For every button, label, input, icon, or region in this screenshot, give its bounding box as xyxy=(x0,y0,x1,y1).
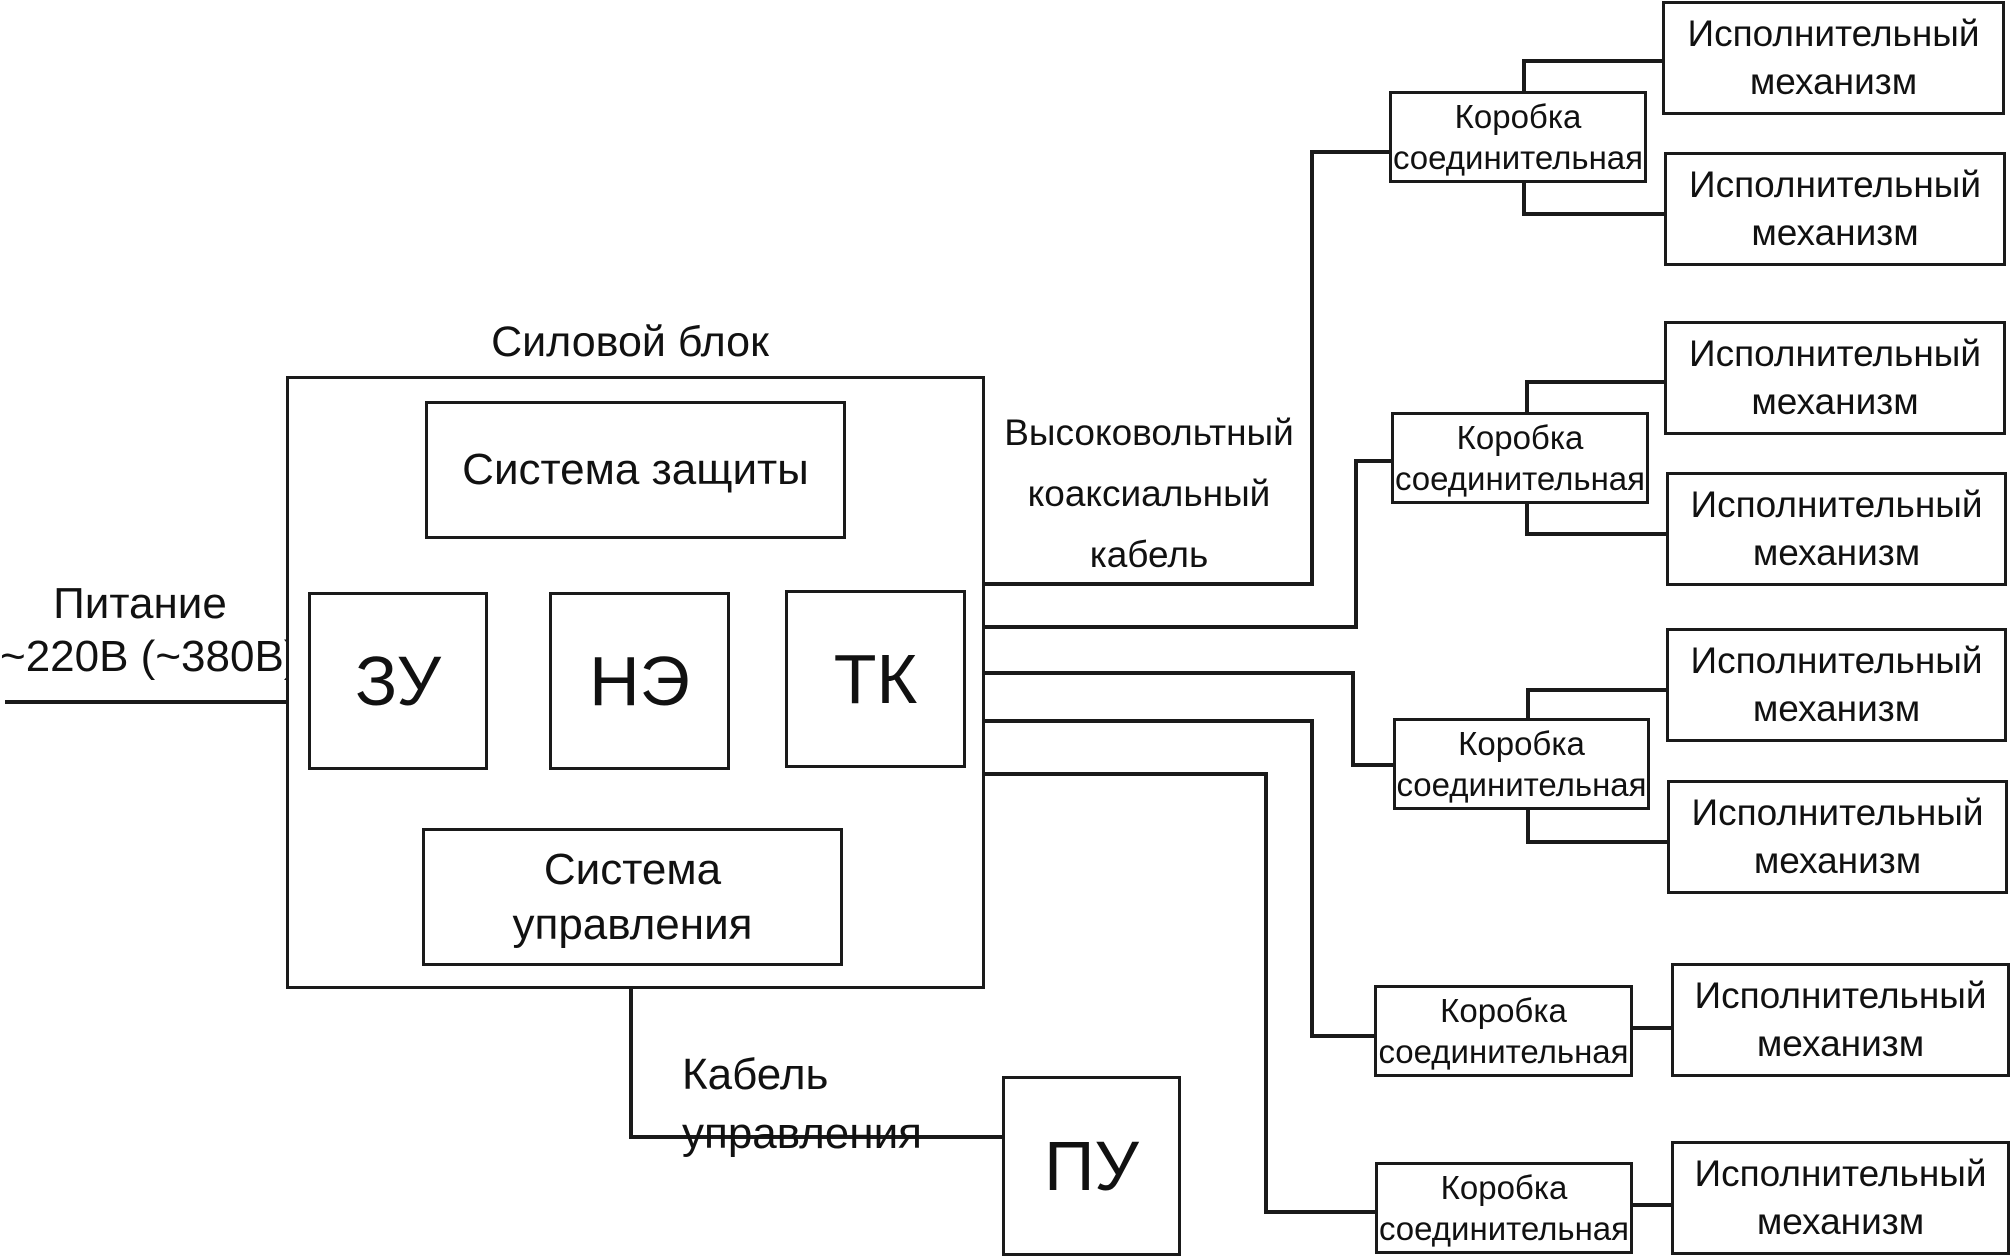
actuator-label-line2: механизм xyxy=(1752,688,1921,729)
actuator-1: Исполнительный механизм xyxy=(1662,1,2005,115)
actuator-label-line1: Исполнительный xyxy=(1688,332,1982,374)
jb3-wire-up xyxy=(1526,688,1668,720)
hv-cable-5 xyxy=(984,772,1377,1214)
junction-box-label-line1: Коробка xyxy=(1456,418,1584,456)
junction-box-label-line2: соединительная xyxy=(1392,139,1644,176)
switch-label: ТК xyxy=(833,639,918,718)
hv-cable-line1: Высоковольтный xyxy=(1004,412,1294,453)
power-input-line1: Питание xyxy=(53,579,227,628)
actuator-label-line1: Исполнительный xyxy=(1691,791,1984,833)
actuator-2: Исполнительный механизм xyxy=(1664,152,2006,266)
jb1-wire-up xyxy=(1522,59,1664,93)
jb2-wire-up xyxy=(1525,380,1666,414)
junction-box-label-line2: соединительная xyxy=(1394,460,1646,497)
charger-label: ЗУ xyxy=(355,641,441,720)
actuator-label-line2: механизм xyxy=(1751,212,1919,253)
control-cable-line xyxy=(629,984,1004,1139)
actuator-4: Исполнительный механизм xyxy=(1666,472,2007,586)
actuator-label-line2: механизм xyxy=(1752,532,1921,573)
junction-box-3: Коробка соединительная xyxy=(1393,718,1650,810)
actuator-3: Исполнительный механизм xyxy=(1664,321,2006,435)
actuator-label-line1: Исполнительный xyxy=(1694,974,1987,1016)
jb2-wire-down xyxy=(1525,502,1668,536)
control-system-line2: управления xyxy=(512,900,753,949)
junction-box-5: Коробка соединительная xyxy=(1375,1162,1633,1254)
hv-cable-label: Высоковольтный коаксиальный кабель xyxy=(994,402,1304,585)
hv-cable-4 xyxy=(984,719,1376,1038)
hv-cable-line3: кабель xyxy=(1089,534,1209,576)
control-cable-label: Кабель управления xyxy=(682,1045,1002,1164)
actuator-label-line1: Исполнительный xyxy=(1690,483,1983,525)
actuator-8: Исполнительный механизм xyxy=(1671,1141,2010,1255)
actuator-label-line2: механизм xyxy=(1756,1023,1925,1064)
actuator-label-line2: механизм xyxy=(1753,840,1922,881)
jb3-wire-down xyxy=(1526,808,1669,844)
actuator-6: Исполнительный механизм xyxy=(1667,780,2008,894)
jb1-wire-down xyxy=(1522,181,1666,216)
hv-cable-line2: коаксиальный xyxy=(1027,473,1271,515)
junction-box-label-line2: соединительная xyxy=(1378,1033,1629,1070)
control-cable-line1: Кабель xyxy=(682,1050,829,1099)
power-input-label: Питание ~220В (~380В) xyxy=(0,578,299,684)
charger-block: ЗУ xyxy=(308,592,488,770)
junction-box-4: Коробка соединительная xyxy=(1374,985,1633,1077)
junction-box-1: Коробка соединительная xyxy=(1389,91,1647,183)
junction-box-label-line1: Коробка xyxy=(1458,724,1585,762)
control-panel-block: ПУ xyxy=(1002,1076,1181,1256)
junction-box-2: Коробка соединительная xyxy=(1391,412,1649,504)
control-cable-line2: управления xyxy=(682,1109,922,1159)
junction-box-label-line1: Коробка xyxy=(1454,97,1582,135)
control-system-block: Система управления xyxy=(422,828,843,966)
junction-box-label-line2: соединительная xyxy=(1396,766,1647,803)
junction-box-label-line1: Коробка xyxy=(1440,1168,1568,1206)
junction-box-label-line1: Коробка xyxy=(1440,991,1567,1029)
power-input-line2: ~220В (~380В) xyxy=(0,631,299,681)
energy-storage-block: НЭ xyxy=(549,592,730,770)
hv-cable-2 xyxy=(984,459,1393,629)
actuator-5: Исполнительный механизм xyxy=(1666,628,2007,742)
actuator-7: Исполнительный механизм xyxy=(1671,963,2010,1077)
actuator-label-line1: Исполнительный xyxy=(1688,163,1982,205)
power-block-title: Силовой блок xyxy=(491,318,769,366)
hv-cable-3 xyxy=(984,671,1395,767)
actuator-label-line2: механизм xyxy=(1749,61,1918,102)
actuator-label-line1: Исполнительный xyxy=(1690,639,1983,681)
switch-block: ТК xyxy=(785,590,966,768)
control-system-line1: Система xyxy=(543,845,722,894)
actuator-label-line1: Исполнительный xyxy=(1694,1152,1987,1194)
energy-storage-label: НЭ xyxy=(589,641,690,720)
control-panel-label: ПУ xyxy=(1044,1126,1139,1205)
hv-cable-1 xyxy=(984,150,1391,586)
actuator-label-line2: механизм xyxy=(1756,1201,1925,1242)
protection-system-label: Система защиты xyxy=(462,444,809,494)
actuator-label-line2: механизм xyxy=(1751,381,1919,422)
actuator-label-line1: Исполнительный xyxy=(1687,12,1980,54)
protection-system-block: Система защиты xyxy=(425,401,846,539)
junction-box-label-line2: соединительная xyxy=(1378,1210,1630,1247)
